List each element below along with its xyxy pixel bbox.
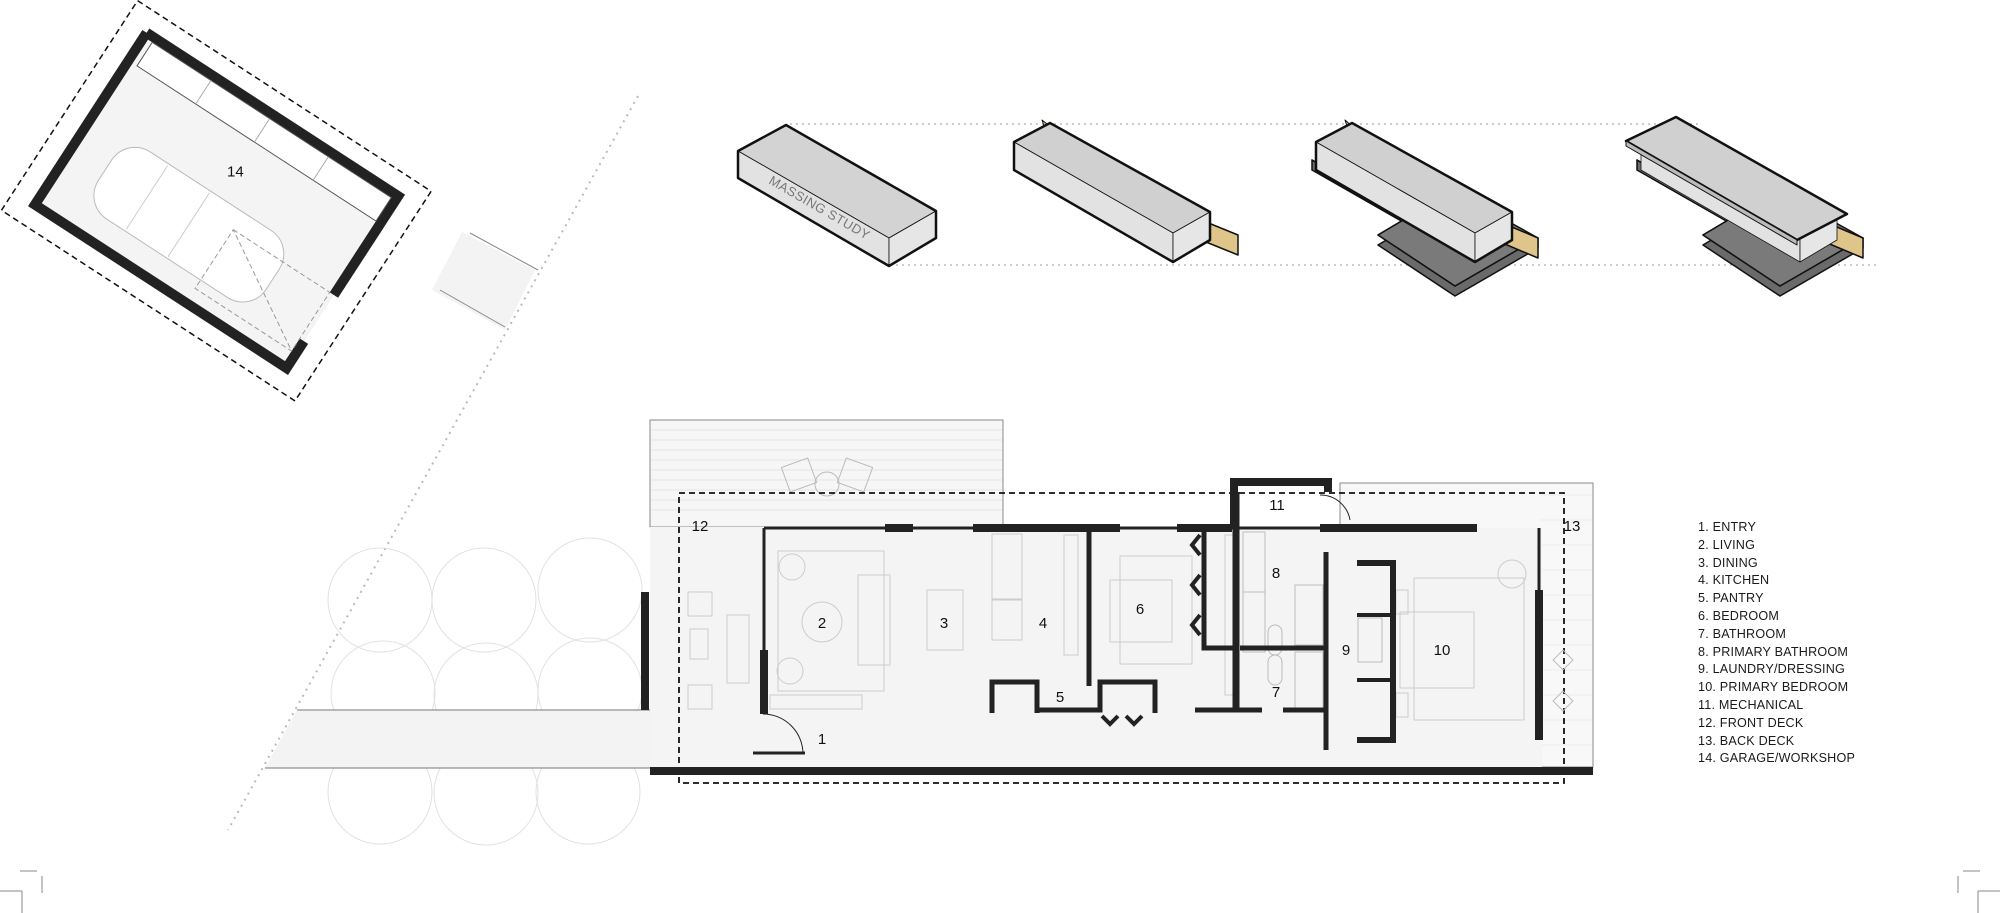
room-number-primary-bathroom: 8	[1272, 565, 1280, 582]
driveway	[265, 710, 650, 768]
legend-item: 10. PRIMARY BEDROOM	[1698, 680, 1849, 695]
legend-item: 8. PRIMARY BATHROOM	[1698, 644, 1849, 659]
room-number-front-deck: 12	[692, 518, 709, 535]
trees	[327, 537, 643, 846]
massing-stage-3	[1311, 119, 1539, 297]
legend-item: 14. GARAGE/WORKSHOP	[1698, 751, 1856, 766]
room-number-mechanical: 11	[1269, 497, 1285, 514]
garage-plan: 14	[0, 0, 433, 402]
legend-item: 2. LIVING	[1698, 537, 1756, 552]
legend-item: 13. BACK DECK	[1698, 733, 1795, 748]
massing-stage-2	[1012, 119, 1239, 264]
legend-item: 1. ENTRY	[1698, 520, 1757, 534]
room-number-dining: 3	[940, 615, 948, 632]
massing-stage-1	[736, 123, 938, 268]
legend-item: 9. LAUNDRY/DRESSING	[1698, 662, 1846, 677]
property-line	[227, 95, 639, 831]
crop-marks	[0, 870, 2000, 913]
room-number-entry: 1	[818, 731, 826, 748]
room-number-back-deck: 13	[1564, 518, 1581, 535]
garage-path	[432, 232, 535, 330]
massing-stage-4	[1624, 115, 1864, 297]
legend-item: 6. BEDROOM	[1698, 608, 1780, 623]
legend-item: 7. BATHROOM	[1698, 626, 1787, 641]
legend-item: 5. PANTRY	[1698, 591, 1764, 606]
room-number-primary-bedroom: 10	[1434, 642, 1451, 659]
legend-item: 12. FRONT DECK	[1698, 715, 1804, 730]
main-floor-plan: 2 3 4 5 6 7 8 9 10 11 12 13 1	[641, 419, 1594, 784]
room-number-living: 2	[818, 615, 826, 632]
room-number-pantry: 5	[1056, 689, 1064, 706]
garage-room-number: 14	[227, 163, 244, 180]
room-number-bathroom: 7	[1272, 684, 1280, 701]
legend-item: 4. KITCHEN	[1698, 573, 1770, 588]
room-number-kitchen: 4	[1039, 615, 1047, 632]
legend-item: 11. MECHANICAL	[1698, 697, 1804, 712]
room-legend: 1. ENTRY 2. LIVING 3. DINING 4. KITCHEN …	[1698, 519, 1855, 768]
front-deck	[649, 419, 1004, 528]
room-number-laundry: 9	[1342, 642, 1350, 659]
legend-item: 3. DINING	[1698, 555, 1758, 570]
room-number-bedroom: 6	[1136, 601, 1144, 618]
